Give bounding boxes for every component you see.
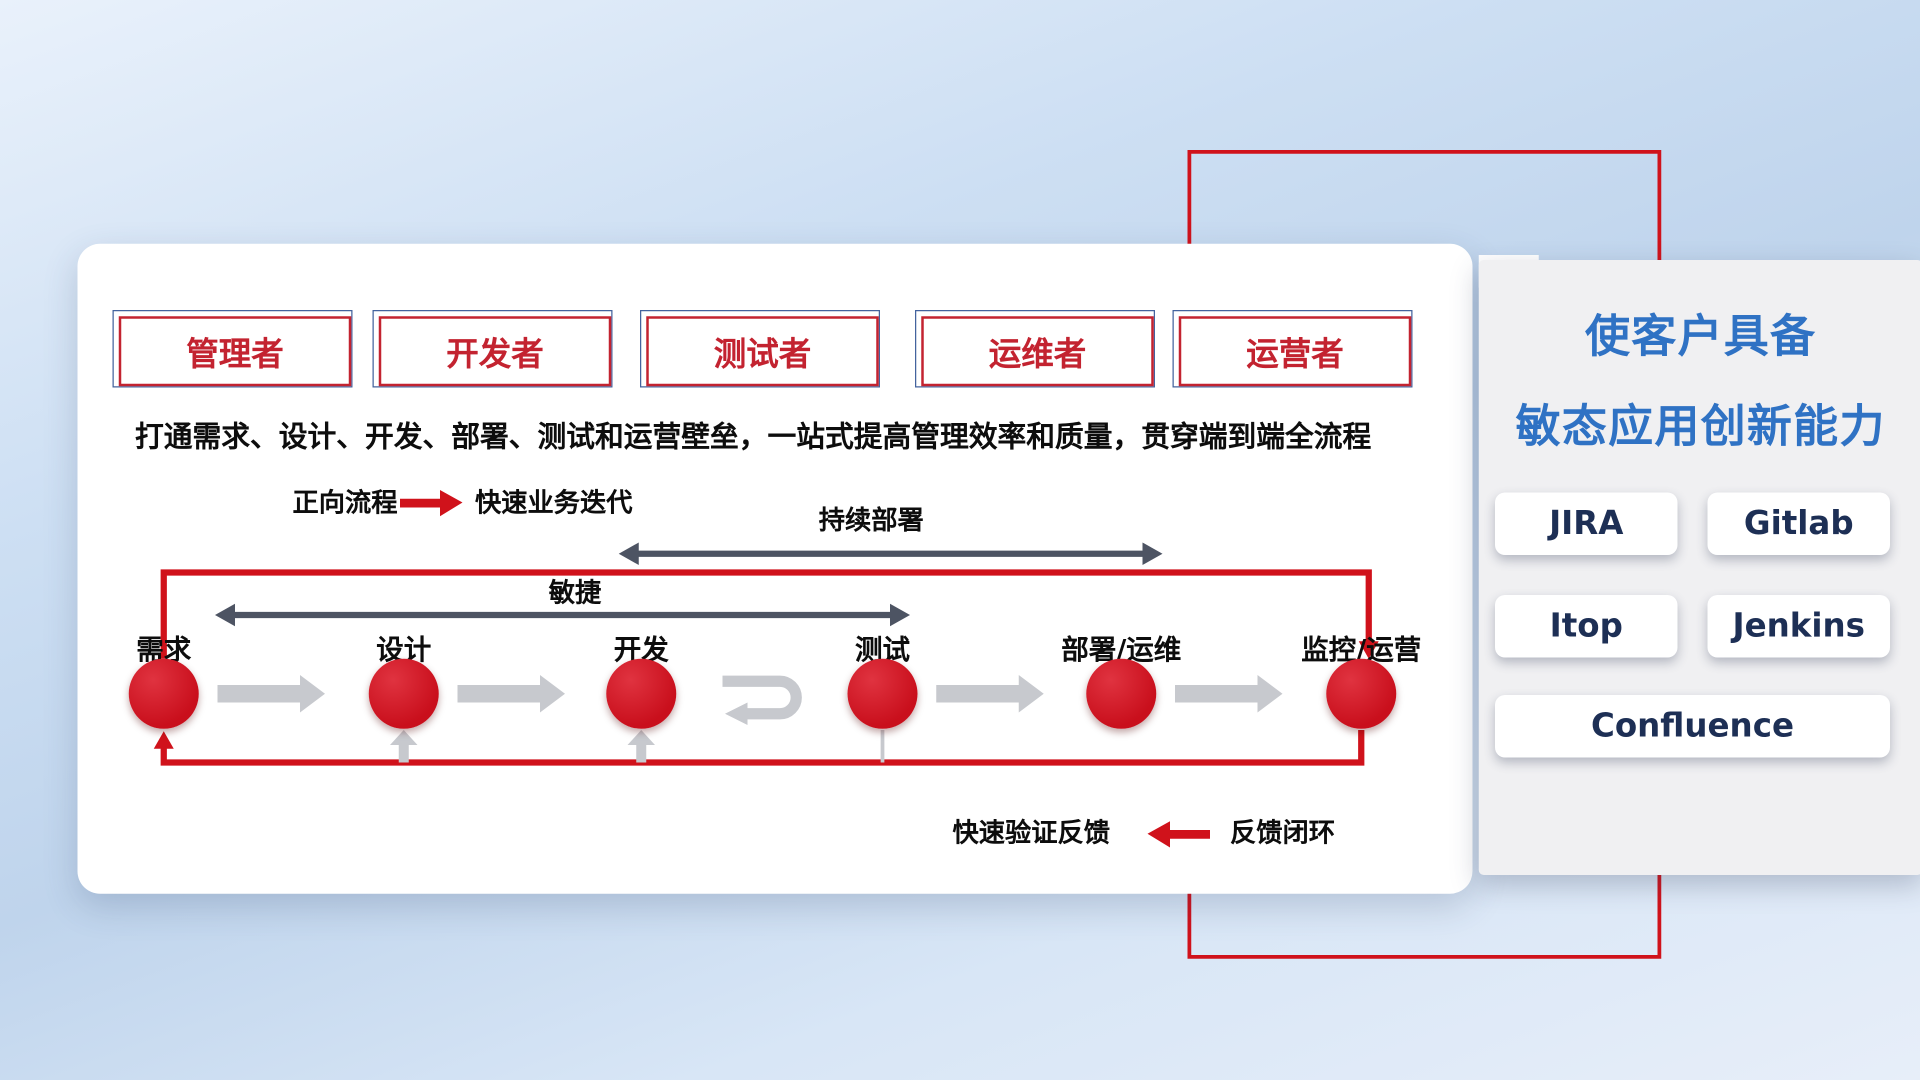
continuous-deploy-left-arrowhead-icon xyxy=(618,542,639,565)
feedback-legend-label: 快速验证反馈 xyxy=(952,817,1111,848)
forward-legend-arrow-icon xyxy=(400,490,463,517)
role-box-developer: 开发者 xyxy=(372,310,613,388)
stage-node-design xyxy=(368,658,439,729)
role-box-operator: 运营者 xyxy=(1172,310,1413,388)
capability-title-line2: 敏态应用创新能力 xyxy=(1515,401,1886,453)
tool-box-jenkins: Jenkins xyxy=(1707,595,1890,658)
feedback-loop-arrowhead-icon xyxy=(153,731,174,749)
stage-node-monitor-ops xyxy=(1326,658,1397,729)
continuous-deploy-right-arrowhead-icon xyxy=(1142,542,1163,565)
tool-box-confluence: Confluence xyxy=(1495,695,1890,758)
role-box-tester: 测试者 xyxy=(640,310,880,388)
flow-arrows-canvas xyxy=(153,490,1379,848)
stage-node-deploy-ops xyxy=(1086,658,1157,729)
iteration-loop-arrowhead-icon xyxy=(725,702,748,725)
flow-arrow-icon xyxy=(457,675,565,713)
role-label: 开发者 xyxy=(378,316,612,387)
feedback-legend-arrow-icon xyxy=(1147,821,1210,848)
flow-arrow-icon xyxy=(936,675,1044,713)
forward-legend-value: 快速业务迭代 xyxy=(475,487,633,518)
agile-label: 敏捷 xyxy=(548,577,602,608)
devops-flow-panel: 管理者 开发者 测试者 运维者 运营者 打通需求、设计、开发、部署、测试和运营壁… xyxy=(77,243,1473,894)
tool-box-gitlab: Gitlab xyxy=(1707,492,1890,555)
feedback-up-arrow-icon xyxy=(390,730,418,763)
stage-node-testing xyxy=(847,658,918,729)
iteration-loop-icon xyxy=(722,675,802,720)
feedback-loop-line xyxy=(160,730,1365,766)
forward-loop-arrowhead-icon xyxy=(1358,641,1379,659)
feedback-up-arrow-icon xyxy=(627,730,655,763)
continuous-deploy-label: 持续部署 xyxy=(818,505,924,535)
capability-panel: 使客户具备 敏态应用创新能力 JIRA Gitlab Itop Jenkins … xyxy=(1478,260,1920,875)
stage-node-development xyxy=(606,658,677,729)
role-box-manager: 管理者 xyxy=(112,310,353,388)
role-label: 管理者 xyxy=(118,316,352,387)
feedback-legend-value: 反馈闭环 xyxy=(1230,817,1335,848)
forward-legend-label: 正向流程 xyxy=(292,487,398,518)
flow-description: 打通需求、设计、开发、部署、测试和运营壁垒，一站式提高管理效率和质量，贯穿端到端… xyxy=(135,421,1372,454)
agile-left-arrowhead-icon xyxy=(215,603,235,627)
role-label: 运维者 xyxy=(921,316,1154,387)
role-box-ops: 运维者 xyxy=(915,310,1155,388)
flow-arrow-icon xyxy=(1175,675,1283,713)
stage-node-requirements xyxy=(128,658,199,729)
forward-loop-line xyxy=(160,569,1372,659)
tool-box-itop: Itop xyxy=(1495,595,1678,658)
capability-title-line1: 使客户具备 xyxy=(1584,311,1817,363)
role-label: 测试者 xyxy=(646,316,879,387)
agile-right-arrowhead-icon xyxy=(890,603,910,627)
role-label: 运营者 xyxy=(1178,316,1412,387)
flow-arrow-icon xyxy=(217,675,325,713)
tool-box-jira: JIRA xyxy=(1495,492,1678,555)
